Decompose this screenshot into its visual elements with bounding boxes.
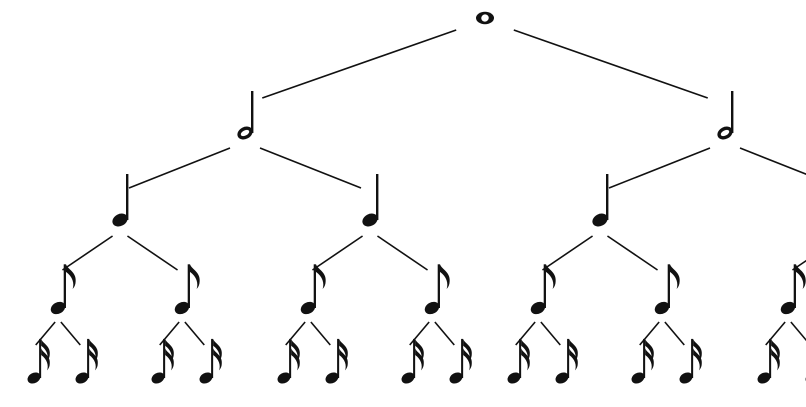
- sixteenth-note-icon: [507, 338, 530, 384]
- eighth-note-icon: [780, 264, 806, 315]
- tree-edge: [434, 321, 455, 346]
- tree-edge: [310, 321, 331, 346]
- sixteenth-note-icon: [449, 338, 472, 384]
- sixteenth-note-icon: [325, 338, 348, 384]
- sixteenth-note-icon: [757, 338, 780, 384]
- eighth-note-icon: [654, 264, 680, 315]
- tree-edge: [540, 321, 561, 346]
- sixteenth-note-icon: [631, 338, 654, 384]
- tree-edge: [62, 235, 114, 271]
- eighth-note-icon: [530, 264, 556, 315]
- sixteenth-note-icon: [277, 338, 300, 384]
- eighth-note-icon: [300, 264, 326, 315]
- tree-edge: [790, 321, 806, 342]
- tree-edge: [739, 147, 806, 175]
- whole-note-icon: [476, 11, 494, 25]
- tree-edge: [259, 147, 362, 189]
- tree-edge: [128, 147, 231, 189]
- tree-edge: [60, 321, 81, 346]
- half-note-icon: [717, 91, 734, 140]
- half-note-icon: [237, 91, 254, 140]
- tree-edge: [35, 321, 56, 346]
- tree-edges: [35, 29, 806, 346]
- tree-edge: [376, 235, 428, 271]
- tree-edge: [515, 321, 536, 346]
- tree-edge: [608, 147, 711, 189]
- tree-edge: [262, 29, 457, 99]
- eighth-note-icon: [424, 264, 450, 315]
- sixteenth-note-icon: [27, 338, 50, 384]
- tree-edge: [159, 321, 180, 346]
- tree-edge: [184, 321, 205, 346]
- tree-edge: [312, 235, 364, 271]
- tree-edge: [542, 235, 594, 271]
- quarter-note-icon: [592, 174, 609, 227]
- quarter-note-icon: [112, 174, 129, 227]
- sixteenth-note-icon: [151, 338, 174, 384]
- tree-edge: [513, 29, 708, 99]
- sixteenth-note-icon: [75, 338, 98, 384]
- sixteenth-note-icon: [679, 338, 702, 384]
- tree-edge: [409, 321, 430, 346]
- tree-edge: [765, 321, 786, 346]
- sixteenth-note-icon: [199, 338, 222, 384]
- tree-edge: [285, 321, 306, 346]
- tree-edge: [606, 235, 658, 271]
- tree-nodes: [27, 11, 806, 384]
- tree-edge: [664, 321, 685, 346]
- eighth-note-icon: [50, 264, 76, 315]
- quarter-note-icon: [362, 174, 379, 227]
- sixteenth-note-icon: [401, 338, 424, 384]
- tree-edge: [639, 321, 660, 346]
- sixteenth-note-icon: [555, 338, 578, 384]
- tree-edge: [792, 259, 806, 271]
- eighth-note-icon: [174, 264, 200, 315]
- tree-edge: [126, 235, 178, 271]
